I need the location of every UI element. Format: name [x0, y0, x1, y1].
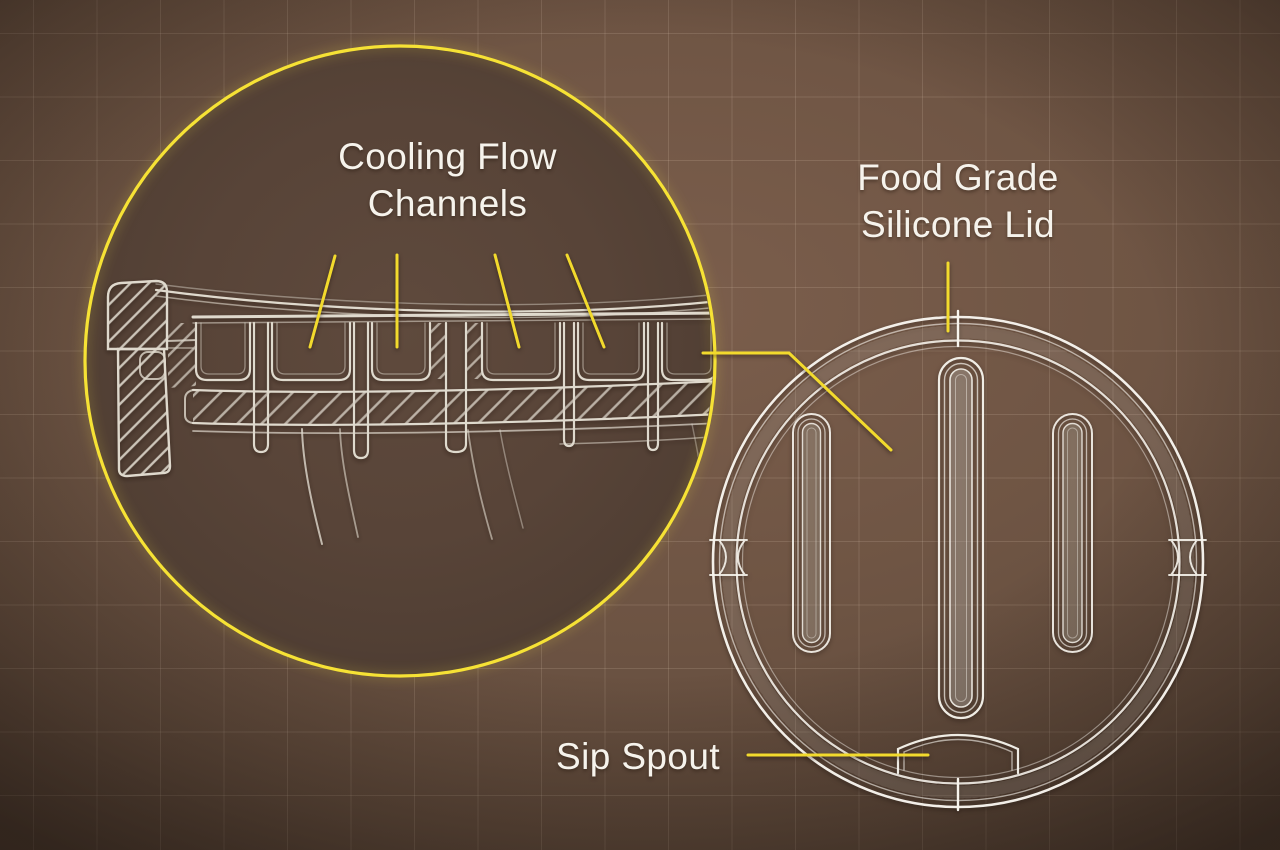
label-sip-spout: Sip Spout — [556, 733, 720, 780]
label-spout-text: Sip Spout — [556, 736, 721, 777]
cup-wall-hatched-lower — [116, 347, 172, 478]
label-food-grade-silicone-lid: Food Grade Silicone Lid — [808, 154, 1108, 248]
label-cooling-line2: Channels — [367, 183, 528, 224]
leader-channel-4 — [565, 253, 606, 349]
cup-wall-hatched-post — [106, 279, 169, 351]
lid-top-view — [709, 309, 1207, 812]
left-rim-tab — [709, 539, 748, 576]
magnifier-detail-view — [83, 44, 717, 678]
sip-spout-shape — [896, 733, 1020, 775]
leader-magnifier-to-lid — [701, 351, 893, 452]
magnifier-ring — [83, 44, 717, 678]
right-rim-tab — [1168, 539, 1207, 576]
channel-separators — [252, 321, 660, 460]
left-flow-slot — [792, 413, 831, 653]
right-flow-slot — [1052, 413, 1093, 653]
label-lid-line2: Silicone Lid — [860, 204, 1056, 245]
leader-channel-3 — [493, 253, 521, 349]
leader-lines — [308, 253, 950, 757]
label-cooling-line1: Cooling Flow — [338, 136, 557, 177]
center-flow-slot — [937, 356, 985, 720]
magnifier-fill — [85, 46, 715, 676]
label-cooling-flow-channels: Cooling Flow Channels — [235, 133, 660, 227]
cooling-channel-wells — [194, 321, 713, 382]
leader-channel-1 — [308, 254, 337, 349]
label-lid-line1: Food Grade — [857, 157, 1059, 198]
cross-section-drawing — [106, 279, 713, 545]
